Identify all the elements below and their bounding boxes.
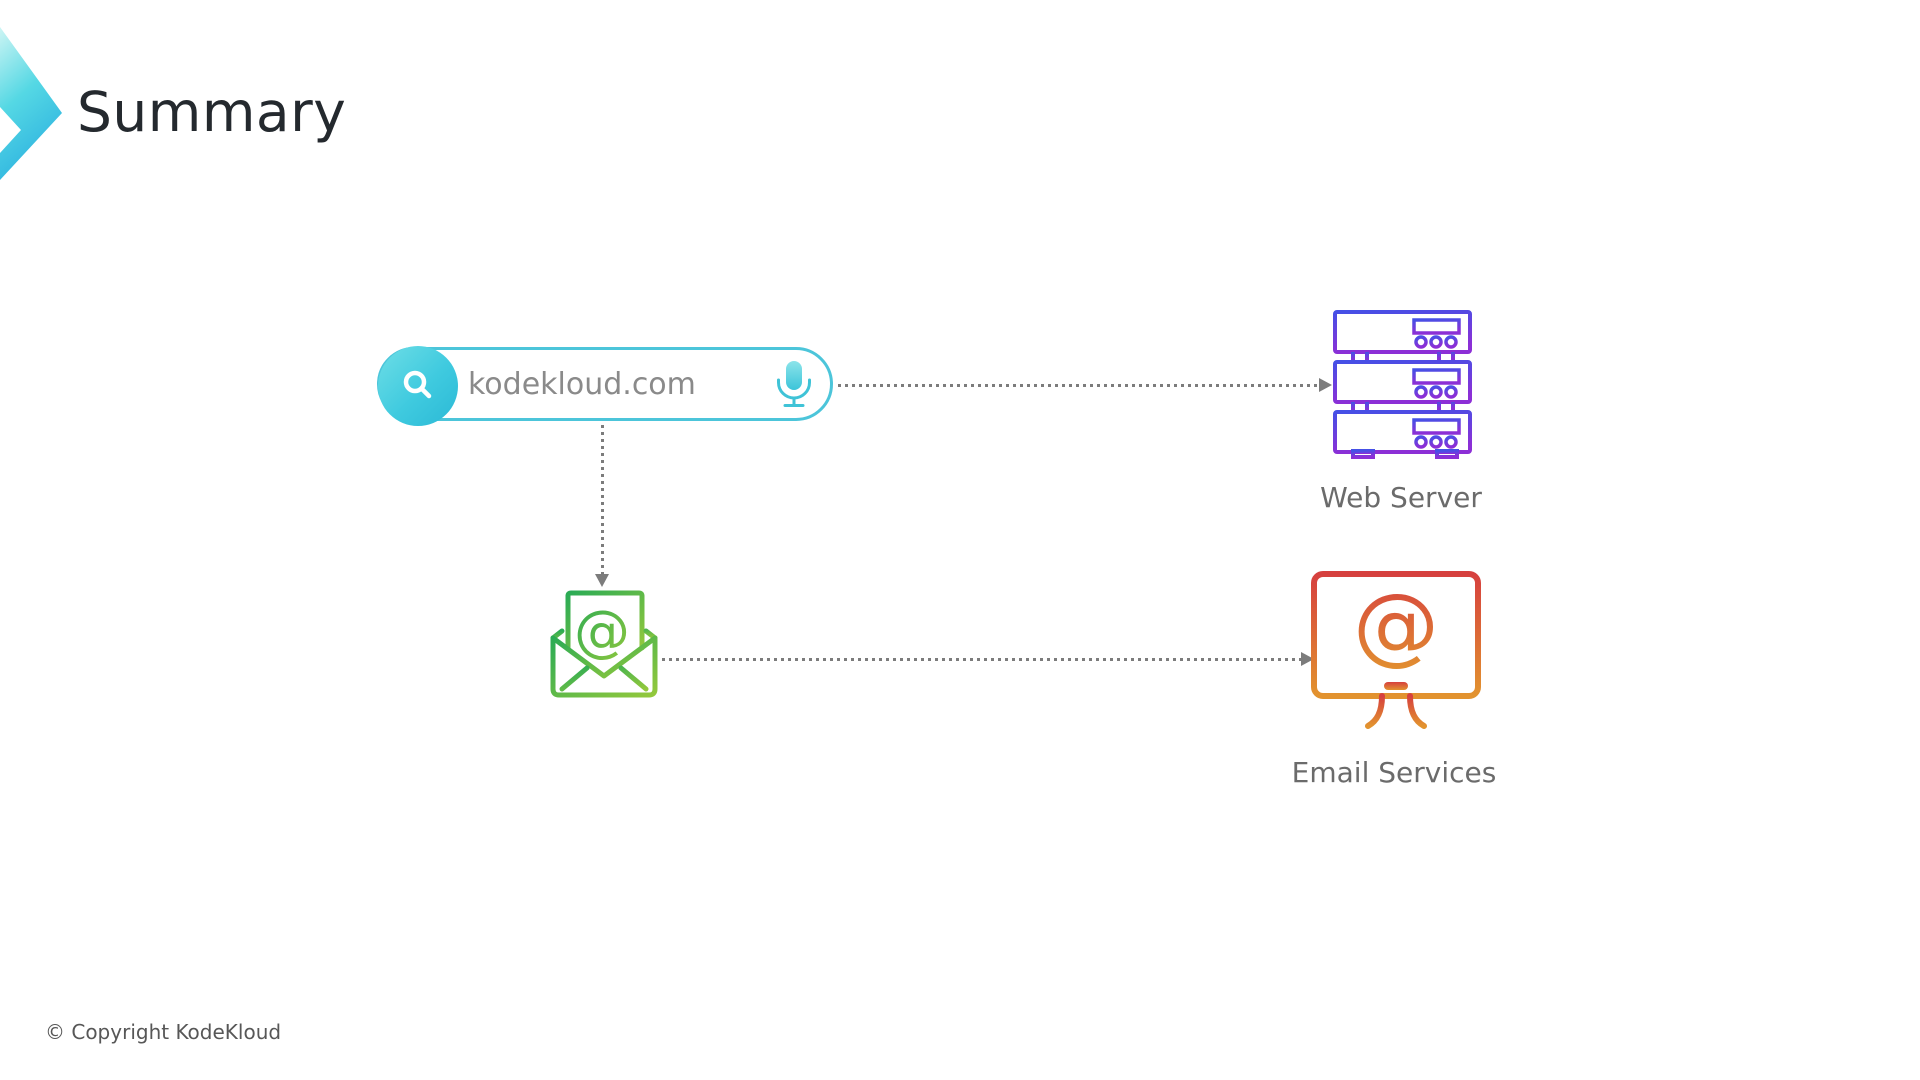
arrowhead-right-icon bbox=[1319, 378, 1332, 392]
search-input-value[interactable]: kodekloud.com bbox=[468, 366, 696, 402]
at-glyph: @ bbox=[1353, 575, 1439, 675]
microphone-icon[interactable] bbox=[774, 359, 814, 409]
at-glyph: @ bbox=[574, 599, 630, 664]
connector-email-to-services bbox=[662, 652, 1314, 666]
arrowhead-down-icon bbox=[595, 574, 609, 587]
arrowhead-right-icon bbox=[1301, 652, 1314, 666]
monitor-at-icon: @ bbox=[1311, 571, 1481, 733]
chevron-right-logo bbox=[0, 27, 62, 180]
search-icon[interactable] bbox=[378, 346, 458, 426]
email-envelope-icon: @ bbox=[550, 590, 658, 698]
web-server-label: Web Server bbox=[1320, 481, 1482, 514]
search-input[interactable]: kodekloud.com bbox=[377, 346, 833, 426]
server-stack-icon bbox=[1333, 310, 1472, 459]
connector-search-to-webserver bbox=[838, 378, 1332, 392]
page-title: Summary bbox=[77, 80, 347, 144]
email-services-label: Email Services bbox=[1291, 756, 1497, 789]
connector-search-to-email bbox=[595, 425, 609, 587]
copyright-text: © Copyright KodeKloud bbox=[45, 1020, 282, 1044]
